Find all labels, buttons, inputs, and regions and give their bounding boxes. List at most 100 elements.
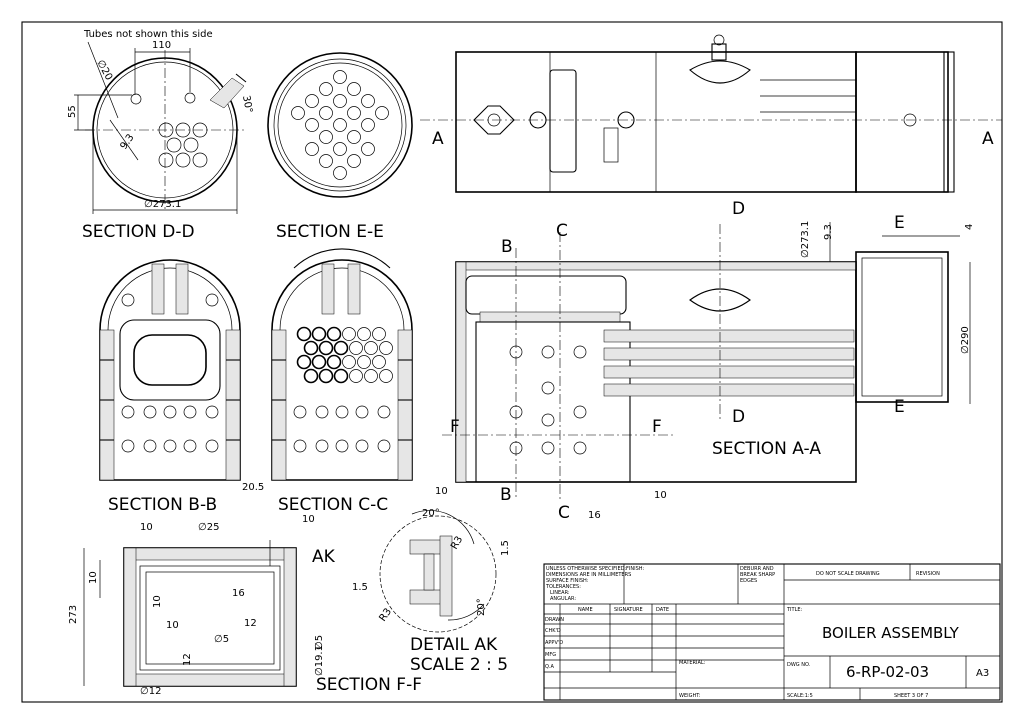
tb-weight: WEIGHT:	[679, 693, 701, 699]
section-letter-d-bottom: D	[732, 407, 745, 427]
hole	[318, 368, 334, 384]
hole	[357, 355, 371, 369]
hole	[303, 368, 319, 384]
section-letter-a-right: A	[982, 129, 994, 149]
ak-dim-20deg-a: 20°	[422, 508, 440, 519]
section-bb-view	[99, 259, 241, 481]
hole	[541, 441, 555, 455]
dim-9-3-a: 9.3	[823, 224, 834, 240]
section-ff-view	[83, 540, 297, 687]
ff-dim-10-a: 10	[140, 522, 153, 533]
hole	[347, 154, 361, 168]
section-letter-c-top: C	[556, 221, 568, 241]
ff-dim-dia-5-a: ∅5	[214, 634, 229, 645]
hole	[333, 368, 349, 384]
dim-30deg: 30°	[240, 95, 254, 114]
tb-row-appvd: APPV'D	[545, 640, 563, 646]
tb-scale: SCALE:1:5	[787, 693, 813, 699]
hole	[326, 354, 342, 370]
dim-dia-20: ∅20	[94, 58, 114, 82]
ff-dim-12-b: 12	[182, 653, 193, 666]
hole	[372, 355, 386, 369]
tb-note-3: TOLERANCES:	[545, 584, 581, 590]
ak-dim-1-5-a: 1.5	[500, 540, 511, 556]
hole	[573, 345, 587, 359]
section-ee-label: SECTION E-E	[276, 222, 384, 242]
tb-note-4: LINEAR:	[550, 590, 570, 596]
dim-10-a: 10	[435, 486, 448, 497]
tb-do-not-scale: DO NOT SCALE DRAWING	[816, 571, 880, 577]
tb-finish: FINISH:	[626, 566, 644, 572]
hole	[347, 106, 361, 120]
dim-110: 110	[152, 40, 171, 51]
section-letter-a-left: A	[432, 129, 444, 149]
dim-dia-290: ∅290	[960, 326, 971, 354]
hole	[183, 439, 197, 453]
hole	[296, 326, 312, 342]
hole	[541, 413, 555, 427]
dim-dia-273-1-a: ∅273.1	[800, 221, 811, 258]
section-letter-e-top: E	[894, 213, 905, 233]
section-dd-label: SECTION D-D	[82, 222, 195, 242]
hole	[342, 327, 356, 341]
hole	[333, 94, 347, 108]
section-letter-f-left: F	[450, 417, 460, 437]
hole	[143, 439, 157, 453]
detail-ak-label: DETAIL AK	[410, 635, 498, 655]
hole	[305, 142, 319, 156]
section-cc-view	[271, 248, 413, 481]
elevation-view	[420, 34, 1002, 193]
drawing-title: BOILER ASSEMBLY	[822, 624, 960, 642]
ff-dim-10-d: 10	[152, 595, 163, 608]
section-dd-tube-holes	[158, 122, 208, 168]
tb-note-1: DIMENSIONS ARE IN MILLIMETERS	[546, 572, 631, 578]
tb-note-0: UNLESS OTHERWISE SPECIFIED:	[546, 566, 626, 572]
hole	[183, 405, 197, 419]
section-aa-label: SECTION A-A	[712, 439, 821, 459]
hole	[333, 166, 347, 180]
title-block	[543, 563, 1001, 701]
title-block-notes: UNLESS OTHERWISE SPECIFIED: DIMENSIONS A…	[545, 566, 631, 602]
dim-16-a: 16	[588, 510, 601, 521]
drawing-size: A3	[976, 668, 989, 679]
section-ee-tube-holes	[291, 70, 389, 180]
section-aa-view	[442, 222, 971, 500]
tb-row-drawn: DRAWN	[545, 617, 564, 623]
tb-sheet: SHEET 3 OF 7	[894, 693, 928, 699]
detail-ak-view	[379, 510, 497, 633]
tb-col-name: NAME	[578, 607, 593, 613]
hole	[315, 439, 329, 453]
ff-dim-16: 16	[232, 588, 245, 599]
hole	[205, 439, 219, 453]
hole	[293, 439, 307, 453]
hole	[355, 405, 369, 419]
hole	[342, 355, 356, 369]
note-tubes-not-shown: Tubes not shown this side	[83, 29, 213, 40]
tb-dwg-no-label: DWG NO.	[787, 662, 811, 668]
hole	[121, 439, 135, 453]
dim-4: 4	[964, 224, 975, 230]
hole	[318, 340, 334, 356]
tb-row-mfg: MFG	[545, 652, 556, 658]
hole	[296, 354, 312, 370]
hole	[377, 405, 391, 419]
hole	[335, 439, 349, 453]
hole	[379, 341, 393, 355]
hole	[349, 369, 363, 383]
hole	[355, 439, 369, 453]
ak-dim-1-5-b: 1.5	[352, 582, 368, 593]
ff-dim-dia-19-1: ∅19.1	[314, 645, 325, 676]
section-ee-view	[267, 52, 413, 198]
hole	[319, 82, 333, 96]
dim-dia-273-1: ∅273.1	[144, 199, 181, 210]
hole	[305, 94, 319, 108]
hole	[205, 405, 219, 419]
ff-dim-dia-25: ∅25	[198, 522, 219, 533]
hole	[319, 130, 333, 144]
section-cc-label: SECTION C-C	[278, 495, 388, 515]
hole	[375, 106, 389, 120]
tb-deburr-2: EDGES	[740, 578, 757, 584]
hole	[364, 369, 378, 383]
section-letter-d-top: D	[732, 199, 745, 219]
